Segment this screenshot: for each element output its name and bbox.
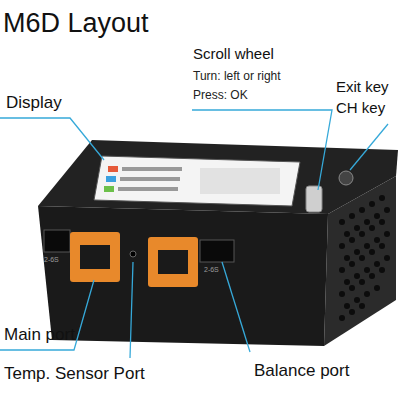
- instruction-note: Turn: left or right: [193, 70, 281, 84]
- main-port-socket: [158, 250, 188, 274]
- balance-port: [200, 240, 234, 262]
- main-port: [70, 232, 120, 282]
- part-label: CH key: [336, 99, 385, 116]
- device-print: 2-6S: [44, 256, 59, 264]
- part-label: Exit key: [336, 78, 389, 95]
- main-port-socket: [80, 245, 110, 269]
- vent-holes: [339, 195, 390, 321]
- exit-key: [339, 171, 353, 185]
- device-print: 2-6S: [204, 266, 219, 274]
- part-label: Display: [6, 93, 62, 113]
- screen-rows: [104, 166, 280, 194]
- temp-sensor-port: [130, 251, 136, 257]
- screen: [94, 156, 300, 206]
- part-label: Balance port: [254, 361, 349, 381]
- diagram-title: M6D Layout: [3, 8, 149, 39]
- balance-port: [44, 230, 70, 252]
- leader-lines: [0, 110, 388, 358]
- part-label: Scroll wheel: [193, 45, 274, 62]
- scroll-wheel: [306, 186, 322, 212]
- main-port: [148, 237, 198, 287]
- part-label: Temp. Sensor Port: [4, 364, 145, 384]
- top-face: [38, 140, 398, 214]
- instruction-note: Press: OK: [193, 89, 248, 103]
- part-label: Main port: [4, 325, 75, 345]
